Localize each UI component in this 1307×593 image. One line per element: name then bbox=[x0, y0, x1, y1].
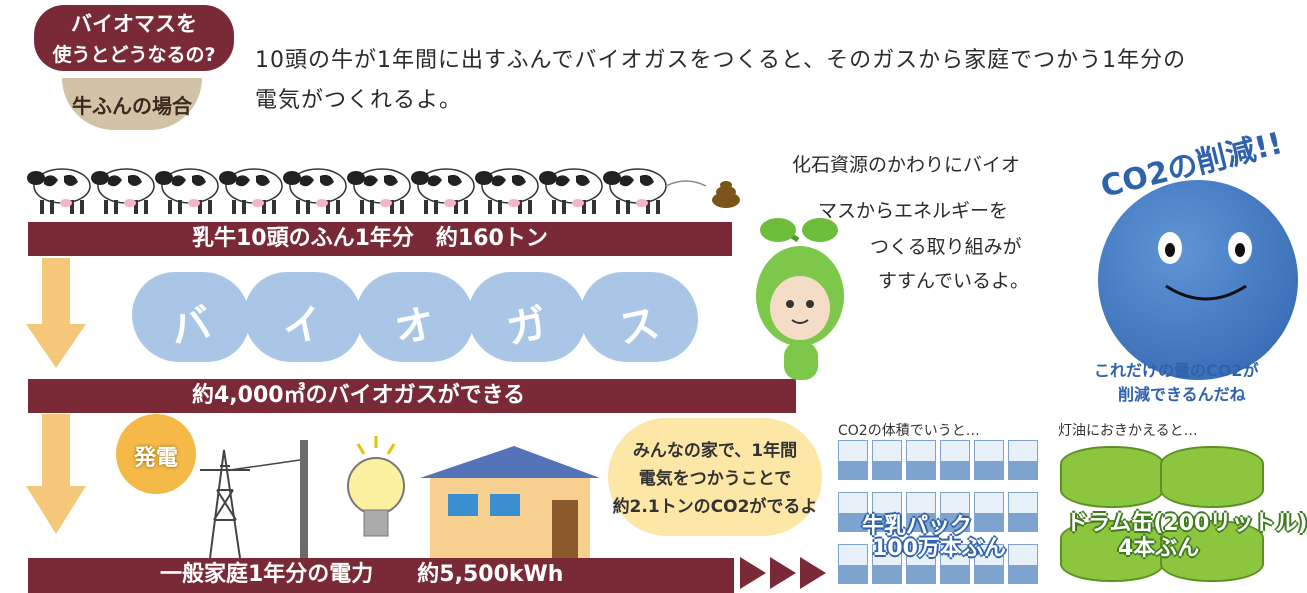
milk-carton-icon bbox=[872, 544, 902, 584]
manure-bar-text: 乳牛10頭のふん1年分 約160トン bbox=[192, 226, 548, 251]
milk-label1: 牛乳パック bbox=[862, 514, 973, 539]
bubble-line1: みんなの家で、1年間 bbox=[632, 441, 798, 461]
milk-carton-icon bbox=[906, 492, 936, 532]
electricity-bar-text: 一般家庭1年分の電力 約5,500kWh bbox=[160, 562, 564, 587]
bubble-line3: 約2.1トンのCO2がでるよ bbox=[612, 497, 818, 517]
milk-carton-icon bbox=[872, 492, 902, 532]
power-badge bbox=[116, 414, 196, 494]
milk-carton-icon bbox=[838, 440, 868, 480]
earth-icon bbox=[1098, 180, 1298, 380]
pylon-icon bbox=[200, 449, 250, 559]
milk-carton-icon bbox=[974, 544, 1004, 584]
milk-heading: CO2の体積でいうと… bbox=[838, 423, 980, 439]
bubble-line2: 電気をつかうことで bbox=[638, 469, 792, 489]
milk-carton-icon bbox=[1008, 544, 1038, 584]
down-arrow-2 bbox=[26, 414, 86, 534]
milk-carton-icon bbox=[1008, 440, 1038, 480]
mascot-icon bbox=[756, 218, 844, 380]
down-arrow-1 bbox=[26, 258, 86, 368]
mascot-line2: マスからエネルギーを bbox=[818, 200, 1009, 222]
milk-carton-icon bbox=[974, 440, 1004, 480]
cow-row bbox=[27, 168, 740, 215]
biogas-bar-text: 約4,000㎥のバイオガスができる bbox=[192, 383, 526, 408]
milk-carton-icon bbox=[940, 440, 970, 480]
drum-icon bbox=[1160, 520, 1264, 582]
milk-carton-grid bbox=[838, 440, 1048, 590]
cloud-2 bbox=[244, 272, 362, 362]
header-badge bbox=[34, 5, 234, 71]
sub-badge-label: 牛ふんの場合 bbox=[72, 94, 192, 118]
drum-icon bbox=[1060, 446, 1164, 508]
mascot-line4: すすんでいるよ。 bbox=[878, 270, 1030, 292]
milk-carton-icon bbox=[1008, 492, 1038, 532]
earth-face bbox=[1158, 232, 1252, 301]
milk-carton-icon bbox=[906, 440, 936, 480]
milk-label2: 100万本ぶん bbox=[872, 536, 1006, 561]
earth-caption2: 削減できるんだね bbox=[1118, 385, 1246, 404]
mascot-line1: 化石資源のかわりにバイオ bbox=[792, 154, 1021, 176]
drum-label1: ドラム缶(200リットル) bbox=[1066, 511, 1307, 536]
milk-carton-icon bbox=[838, 492, 868, 532]
milk-carton-icon bbox=[974, 492, 1004, 532]
drum-heading: 灯油におきかえると… bbox=[1058, 423, 1198, 439]
milk-carton-icon bbox=[906, 544, 936, 584]
cloud-3 bbox=[356, 272, 474, 362]
cloud-5 bbox=[580, 272, 698, 362]
power-label: 発電 bbox=[133, 446, 178, 471]
sub-badge bbox=[62, 78, 202, 130]
manure-icon bbox=[712, 181, 740, 208]
badge-line2: 使うとどうなるの? bbox=[52, 44, 216, 66]
electricity-bar: 一般家庭1年分の電力 約5,500kWh bbox=[28, 558, 734, 593]
drum-icon bbox=[1160, 446, 1264, 508]
house-icon bbox=[420, 446, 600, 558]
speech-bubble bbox=[608, 418, 822, 536]
biogas-bar: 約4,000㎥のバイオガスができる bbox=[28, 379, 796, 413]
cloud-1 bbox=[132, 272, 250, 362]
mascot-line3: つくる取り組みが bbox=[870, 236, 1022, 258]
power-scene bbox=[200, 436, 600, 559]
intro-text-line2: 電気がつくれるよ。 bbox=[255, 88, 463, 113]
bulb-icon bbox=[347, 436, 405, 537]
drum-label2: 4本ぶん bbox=[1118, 536, 1200, 561]
manure-bar: 乳牛10頭のふん1年分 約160トン bbox=[28, 222, 732, 256]
cloud-4 bbox=[468, 272, 586, 362]
milk-carton-icon bbox=[940, 544, 970, 584]
badge-line1: バイオマスを bbox=[71, 12, 197, 36]
intro-text-line1: 10頭の牛が1年間に出すふんでバイオガスをつくると、そのガスから家庭でつかう1年… bbox=[255, 48, 1187, 73]
milk-carton-icon bbox=[838, 544, 868, 584]
milk-carton-icon bbox=[872, 440, 902, 480]
earth-caption1: これだけの量のCO2が bbox=[1094, 361, 1259, 380]
triangle-arrow-icon bbox=[740, 557, 826, 589]
cow-icon bbox=[27, 168, 91, 214]
milk-carton-icon bbox=[940, 492, 970, 532]
